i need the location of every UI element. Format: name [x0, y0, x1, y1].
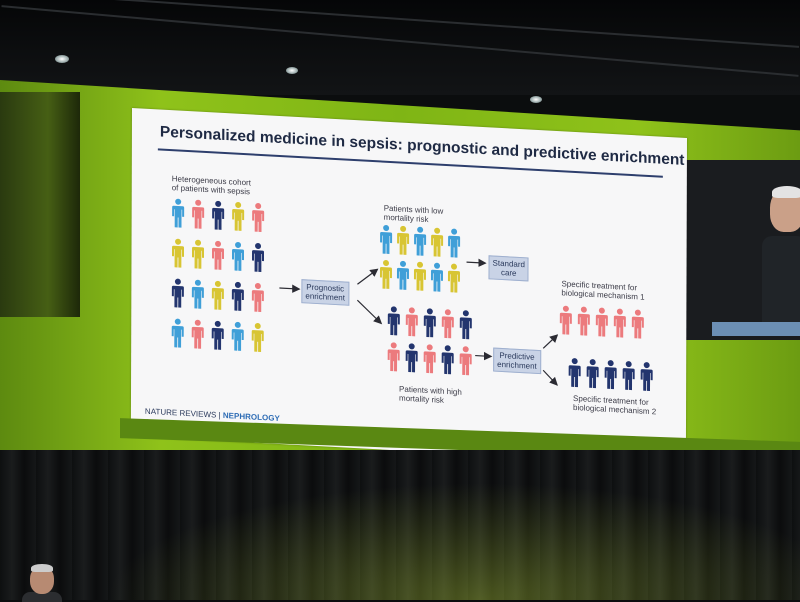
person-icon — [441, 345, 454, 376]
audience-member-hair — [31, 564, 53, 572]
person-icon — [431, 227, 444, 258]
person-icon — [459, 346, 472, 377]
person-icon — [232, 201, 245, 232]
curtain-glow — [0, 450, 800, 600]
arrow-icon — [542, 369, 558, 386]
person-icon — [211, 240, 225, 271]
person-icon — [559, 305, 572, 336]
left-side-panel — [0, 92, 80, 317]
person-icon — [231, 241, 245, 272]
ceiling — [0, 0, 800, 95]
person-icon — [631, 309, 644, 340]
person-icon — [171, 278, 184, 309]
arrow-icon — [357, 268, 379, 285]
arrow-icon — [466, 258, 487, 267]
person-icon — [172, 198, 185, 229]
person-icon — [447, 263, 460, 294]
person-icon — [191, 279, 204, 310]
person-icon — [231, 321, 244, 352]
person-icon — [211, 320, 224, 351]
person-icon — [413, 261, 426, 292]
ceiling-light-icon — [530, 96, 542, 103]
person-icon — [414, 226, 427, 257]
journal-separator: | — [218, 410, 221, 420]
person-icon — [577, 306, 590, 337]
person-icon — [191, 239, 205, 270]
person-icon — [441, 309, 454, 340]
person-icon — [405, 343, 418, 374]
ceiling-light-icon — [286, 67, 298, 74]
person-icon — [622, 361, 635, 392]
person-icon — [191, 319, 204, 350]
person-icon — [613, 308, 626, 339]
person-icon — [171, 318, 184, 349]
person-icon — [380, 224, 393, 255]
person-icon — [430, 262, 443, 293]
person-icon — [397, 225, 410, 256]
person-icon — [640, 362, 653, 393]
flow-arrows — [279, 258, 559, 386]
audience-member-body — [22, 592, 62, 602]
stage-curtain — [0, 450, 800, 600]
person-icon — [568, 358, 581, 389]
person-icon — [423, 344, 436, 375]
person-icon — [595, 307, 608, 338]
person-icon — [231, 281, 244, 312]
speaker-body — [762, 236, 800, 328]
person-icon — [171, 238, 185, 269]
person-icon — [387, 342, 400, 373]
person-icon — [405, 307, 418, 338]
person-icon — [379, 259, 392, 290]
lectern — [712, 322, 800, 336]
speaker-hair — [772, 186, 800, 198]
person-icon — [252, 202, 265, 233]
person-icon — [212, 200, 225, 231]
person-icon — [396, 260, 409, 291]
person-icon — [448, 228, 461, 259]
person-icon — [604, 360, 617, 391]
arrow-icon — [356, 299, 383, 325]
presentation-slide: Personalized medicine in sepsis: prognos… — [130, 108, 687, 466]
person-icon — [251, 282, 264, 313]
arrow-icon — [475, 351, 493, 361]
person-icon — [251, 242, 265, 273]
arrow-icon — [279, 284, 301, 293]
person-icon — [586, 359, 599, 390]
person-icon — [423, 308, 436, 339]
person-icon — [387, 306, 400, 337]
person-icon — [211, 280, 224, 311]
person-icon — [192, 199, 205, 230]
arrow-icon — [542, 334, 559, 349]
person-icon — [251, 322, 264, 353]
ceiling-light-icon — [55, 55, 69, 63]
person-icon — [459, 310, 472, 341]
